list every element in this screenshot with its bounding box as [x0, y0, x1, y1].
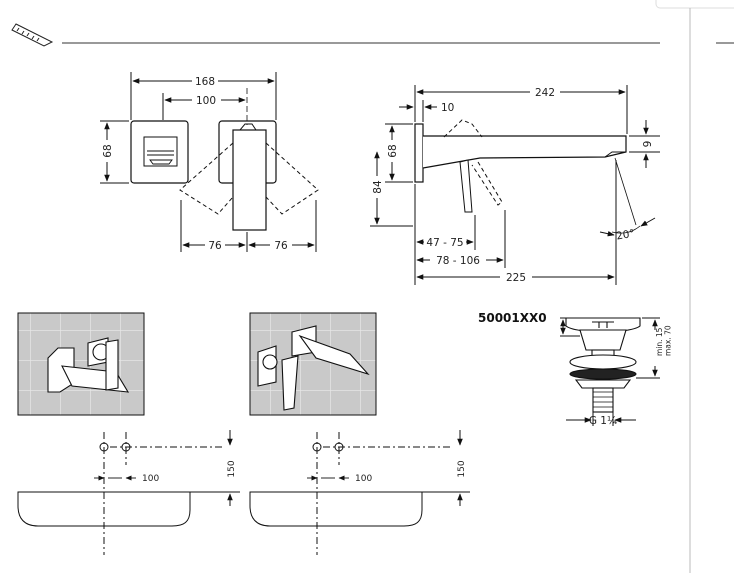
basin-right-depth: 150 — [457, 460, 467, 477]
spout-body — [232, 129, 267, 231]
handle-lever — [143, 136, 178, 167]
dim-spout-projection: 225 — [506, 272, 526, 284]
front-view-dimensions — [100, 72, 317, 252]
dim-swing-left: 76 — [208, 240, 222, 252]
side-view-dimensions — [370, 85, 660, 285]
dim-plate-depth: 10 — [441, 102, 454, 114]
dim-plate-pitch-outer: 168 — [195, 76, 215, 88]
basin-right-spacing: 100 — [355, 474, 372, 484]
dim-installation-range-a: 47 - 75 — [426, 237, 463, 249]
spout-side — [422, 135, 627, 169]
waste-set-code: 50001XX0 — [478, 311, 547, 325]
dim-side-height: 84 — [372, 180, 384, 194]
dim-side-plate-height: 68 — [387, 144, 399, 157]
handle-plate — [130, 120, 189, 184]
dim-spout-height: 9 — [642, 141, 654, 148]
ruler-icon — [11, 23, 54, 47]
basin-left-depth: 150 — [227, 460, 237, 477]
dim-spout-length: 242 — [535, 87, 555, 99]
waste-set-drawing — [565, 317, 641, 413]
dim-spout-angle: 20° — [615, 228, 635, 243]
basin-plan-right — [249, 430, 470, 555]
waste-set-height-note: min. 15max. 70 — [655, 325, 673, 356]
waste-set-thread: G 1¼ — [589, 415, 617, 427]
dim-swing-right: 76 — [274, 240, 288, 252]
lever-side — [459, 159, 473, 213]
installation-illustration-right — [249, 312, 377, 416]
installation-illustration-left — [17, 312, 145, 416]
waste-set-dimensions — [560, 317, 660, 426]
dim-installation-range-b: 78 - 106 — [436, 255, 480, 267]
wall-plate-side — [414, 123, 424, 183]
dim-plate-pitch-inner: 100 — [196, 95, 216, 107]
side-view — [414, 119, 637, 226]
front-view — [130, 88, 319, 231]
basin-left-spacing: 100 — [142, 474, 159, 484]
adjacent-page-tab — [655, 0, 734, 9]
basin-plan-left — [17, 430, 240, 555]
dim-plate-height: 68 — [102, 144, 114, 157]
